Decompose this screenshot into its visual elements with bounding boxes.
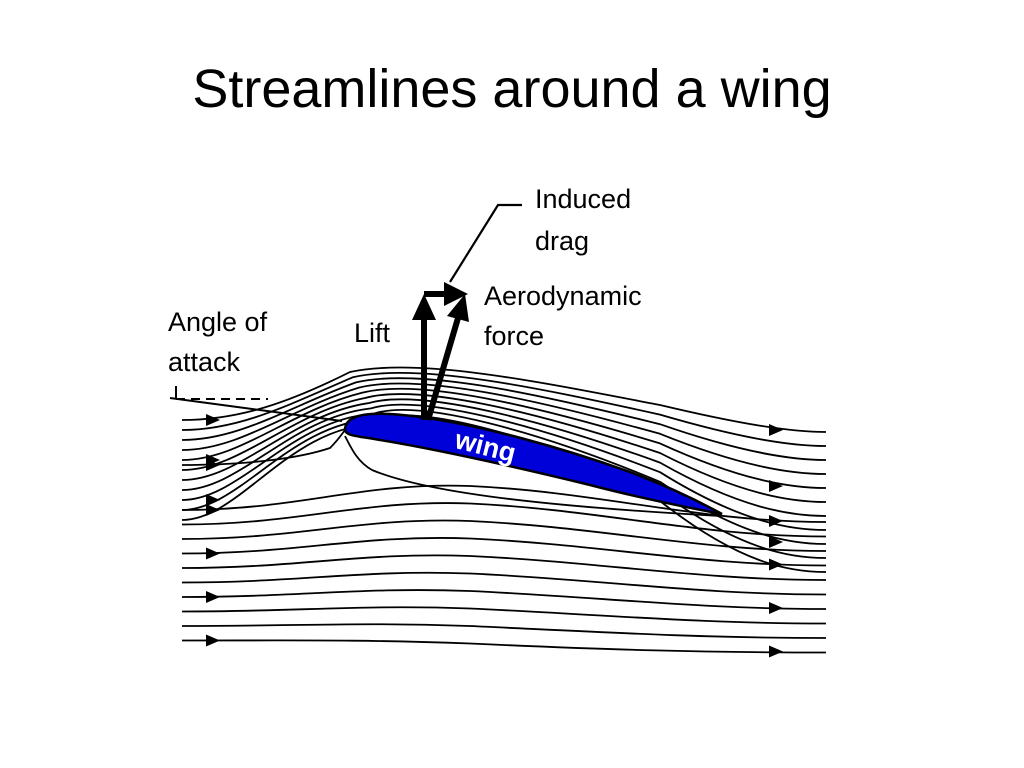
lift-label: Lift	[354, 318, 391, 348]
streamline-arrowhead	[769, 558, 783, 571]
streamline-arrowhead	[206, 591, 220, 603]
streamline-arrowhead	[769, 645, 783, 658]
streamline-below	[181, 606, 827, 625]
streamline-above	[181, 403, 827, 531]
streamline-arrowhead	[206, 634, 220, 647]
streamline-arrowhead	[769, 424, 783, 436]
induced-drag-arrow	[424, 282, 468, 306]
streamline-below	[181, 484, 827, 523]
streamline-stagnation	[181, 429, 346, 466]
streamline-above	[181, 382, 827, 475]
streamline-above	[181, 398, 827, 517]
streamline-arrowhead	[206, 547, 220, 560]
induced-drag-leader-line	[449, 203, 522, 283]
streamline-above	[181, 393, 827, 503]
slide-title: Streamlines around a wing	[192, 59, 832, 119]
streamline-below	[181, 519, 827, 552]
streamline-arrowhead	[769, 480, 783, 492]
streamline-arrowhead	[206, 414, 220, 426]
induced-drag-label: Induced drag	[535, 184, 639, 256]
streamline-arrowhead	[769, 515, 783, 527]
streamline-below	[181, 502, 827, 538]
angle-of-attack-label: Angle of attack	[168, 307, 275, 377]
streamline-below	[181, 623, 827, 639]
chord-line	[169, 397, 343, 422]
streamline-below	[181, 589, 827, 610]
streamline-below	[181, 554, 827, 581]
streamline-arrowhead	[769, 536, 783, 548]
streamline-arrowhead	[206, 459, 220, 471]
streamline-underside	[344, 435, 721, 517]
aerodynamic-force-label: Aerodynamic force	[484, 281, 649, 351]
streamline-above	[181, 377, 827, 461]
streamline-above	[181, 371, 827, 447]
streamlines-group	[181, 366, 827, 658]
streamline-above	[181, 409, 827, 545]
streamline-above	[181, 366, 827, 433]
streamline-below	[181, 639, 827, 654]
lift-arrow	[412, 294, 436, 420]
streamline-above	[181, 387, 827, 489]
streamline-arrowhead	[769, 602, 783, 614]
streamline-below	[181, 571, 827, 596]
aerodynamic-force-arrow	[425, 294, 469, 421]
streamline-below	[181, 537, 827, 567]
streamline-arrowhead	[206, 504, 220, 516]
